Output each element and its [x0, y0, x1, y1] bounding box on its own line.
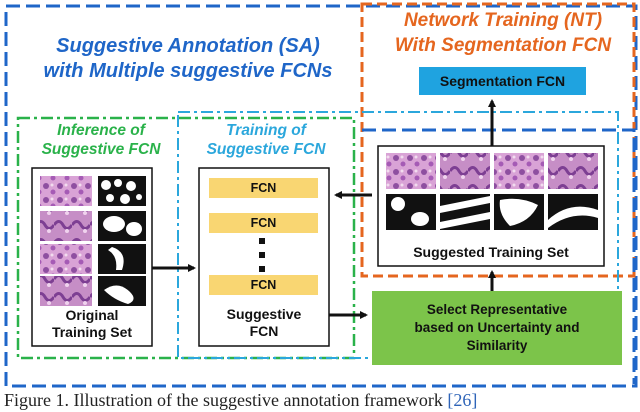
select-line2: based on Uncertainty and	[414, 320, 580, 335]
inference-frame	[16, 116, 356, 360]
tissue-image-3	[40, 244, 92, 274]
training-title: Training of Suggestive FCN	[190, 121, 342, 159]
ellipsis-dot-1	[259, 238, 265, 244]
training-title-line1: Training of	[226, 122, 306, 139]
suggested-mask-3	[494, 194, 544, 230]
segmentation-fcn-box: Segmentation FCN	[419, 67, 586, 95]
training-title-line2: Suggestive FCN	[206, 141, 326, 158]
suggested-tissue-4	[548, 153, 598, 189]
nt-title-line1: Network Training (NT)	[403, 10, 603, 31]
fcn-block-2: FCN	[209, 213, 318, 233]
mask-image-2	[98, 211, 146, 241]
tissue-image-4	[40, 276, 92, 306]
caption-text: Figure 1. Illustration of the suggestive…	[4, 390, 448, 410]
caption-citation[interactable]: [26]	[447, 390, 478, 410]
sa-title: Suggestive Annotation (SA) with Multiple…	[18, 34, 358, 84]
original-training-set-label: Original Training Set	[32, 307, 152, 341]
suggestive-label-line1: Suggestive	[226, 306, 302, 322]
suggested-mask-1	[386, 194, 436, 230]
sa-title-line2: with Multiple suggestive FCNs	[43, 60, 333, 82]
figure-caption: Figure 1. Illustration of the suggestive…	[4, 390, 477, 411]
sa-title-line1: Suggestive Annotation (SA)	[56, 35, 320, 57]
suggested-tissue-2	[440, 153, 490, 189]
inference-title: Inference of Suggestive FCN	[26, 121, 176, 159]
mask-image-1	[98, 176, 146, 206]
suggested-mask-2	[440, 194, 490, 230]
select-line3: Similarity	[466, 338, 528, 353]
mask-image-4	[98, 276, 146, 306]
nt-title: Network Training (NT) With Segmentation …	[372, 8, 634, 58]
inference-title-line1: Inference of	[57, 122, 145, 139]
ellipsis-dot-2	[259, 252, 265, 258]
select-line1: Select Representative	[426, 302, 568, 317]
suggested-tissue-3	[494, 153, 544, 189]
inference-title-line2: Suggestive FCN	[41, 141, 161, 158]
suggested-tissue-1	[386, 153, 436, 189]
select-representative-box: Select Representative based on Uncertain…	[372, 291, 622, 365]
sa-frame	[4, 4, 638, 388]
fcn-block-3: FCN	[209, 275, 318, 295]
original-label-line1: Original	[65, 307, 119, 323]
suggested-mask-4	[548, 194, 598, 230]
fcn-block-1: FCN	[209, 178, 318, 198]
mask-image-3	[98, 244, 146, 274]
suggestive-fcn-label: Suggestive FCN	[199, 306, 329, 340]
suggestive-label-line2: FCN	[249, 323, 279, 339]
ellipsis-dot-3	[259, 266, 265, 272]
sa-inner-frame	[362, 128, 636, 384]
original-label-line2: Training Set	[51, 324, 133, 340]
tissue-image-1	[40, 176, 92, 206]
suggested-training-set-label: Suggested Training Set	[413, 244, 569, 260]
nt-title-line2: With Segmentation FCN	[394, 35, 612, 56]
tissue-image-2	[40, 211, 92, 241]
